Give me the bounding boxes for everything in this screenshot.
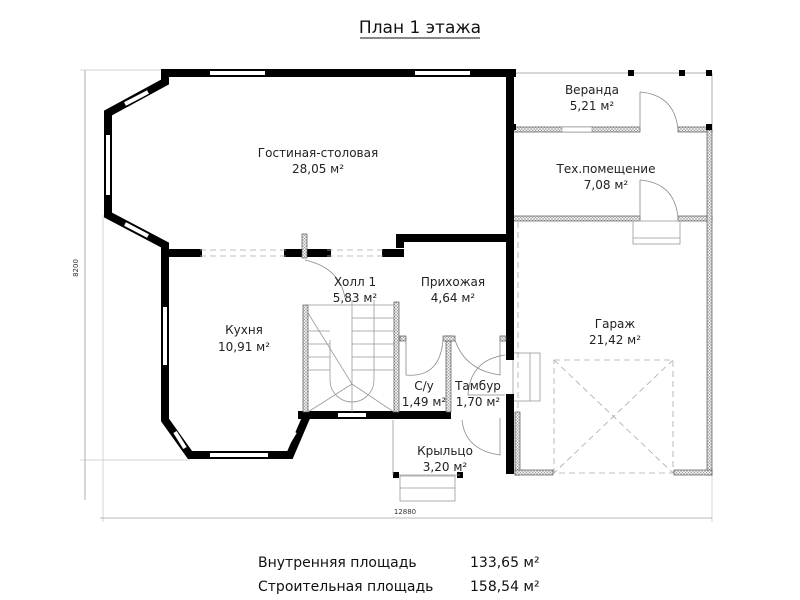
room-technical-name: Тех.помещение bbox=[556, 162, 656, 176]
room-living-dining-area: 28,05 м² bbox=[292, 162, 344, 176]
room-veranda-name: Веранда bbox=[565, 83, 619, 97]
room-garage-area: 21,42 м² bbox=[589, 333, 641, 347]
room-living-dining-name: Гостиная-столовая bbox=[258, 146, 378, 160]
dimension-width: 12880 bbox=[394, 508, 416, 516]
room-entrance-area: 4,64 м² bbox=[431, 291, 476, 305]
room-vestibule-area: 1,70 м² bbox=[456, 395, 501, 409]
room-kitchen-name: Кухня bbox=[225, 323, 263, 337]
building-area-value: 158,54 м² bbox=[470, 579, 540, 595]
inner-area-label: Внутренняя площадь bbox=[258, 555, 417, 571]
plan-title: План 1 этажа bbox=[359, 18, 481, 38]
interior bbox=[301, 91, 679, 502]
garage-walls bbox=[510, 70, 713, 476]
room-porch-area: 3,20 м² bbox=[423, 460, 468, 474]
room-veranda-area: 5,21 м² bbox=[570, 99, 615, 113]
room-vestibule-name: Тамбур bbox=[454, 379, 501, 393]
main-walls bbox=[104, 69, 516, 478]
room-garage-name: Гараж bbox=[595, 317, 636, 331]
dimension-lines bbox=[80, 69, 713, 522]
area-summary: Внутренняя площадь 133,65 м² Строительна… bbox=[258, 555, 540, 595]
room-porch-name: Крыльцо bbox=[417, 444, 473, 458]
dimension-height: 8200 bbox=[72, 259, 80, 277]
room-kitchen-area: 10,91 м² bbox=[218, 340, 270, 354]
room-hall-area: 5,83 м² bbox=[333, 291, 378, 305]
room-entrance-name: Прихожая bbox=[421, 275, 485, 289]
room-technical-area: 7,08 м² bbox=[584, 178, 629, 192]
room-labels: Гостиная-столовая 28,05 м² Кухня 10,91 м… bbox=[218, 83, 656, 474]
inner-area-value: 133,65 м² bbox=[470, 555, 540, 571]
room-hall-name: Холл 1 bbox=[334, 275, 376, 289]
room-wc-name: С/у bbox=[414, 379, 434, 393]
building-area-label: Строительная площадь bbox=[258, 579, 433, 595]
room-wc-area: 1,49 м² bbox=[402, 395, 447, 409]
